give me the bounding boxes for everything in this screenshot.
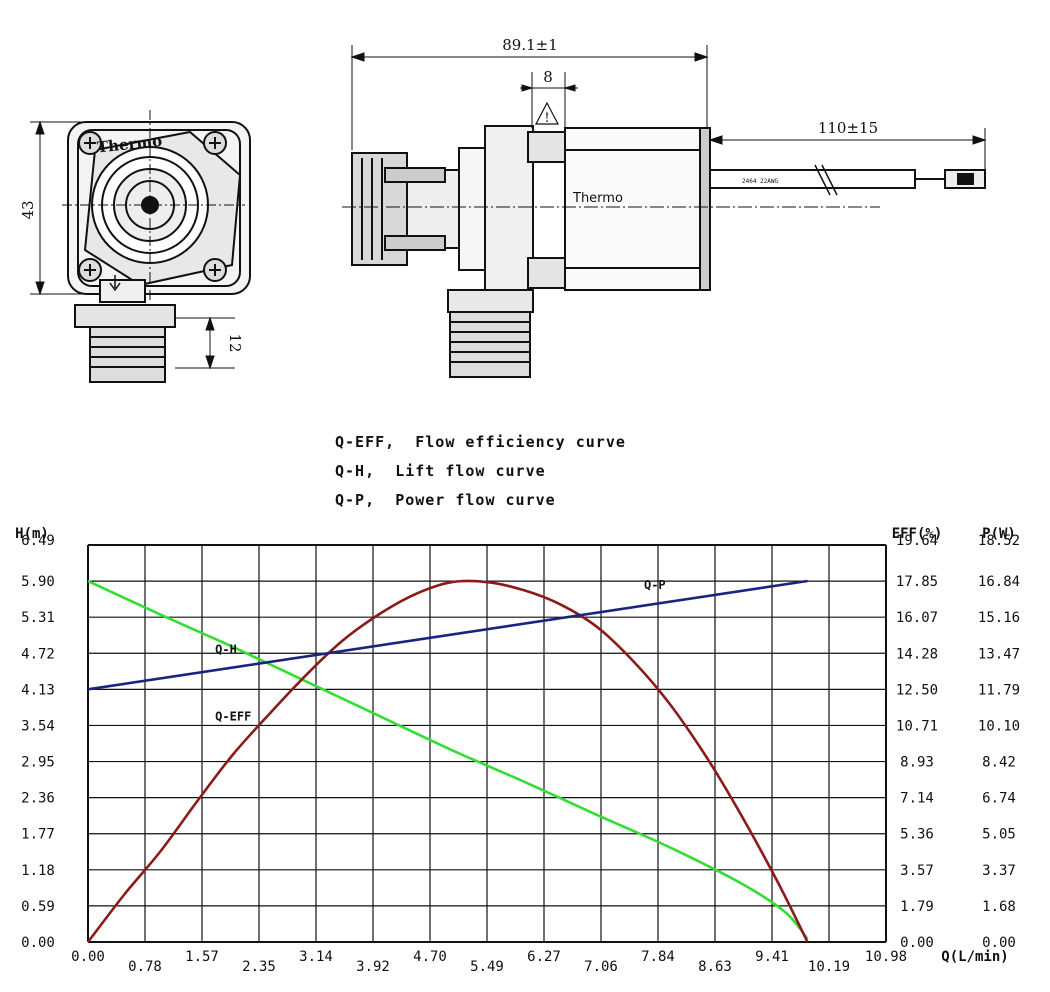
x-tick-label: 6.27 (527, 949, 561, 965)
dimension-height-label: 43 (19, 200, 37, 219)
y-tick-label-power: 13.47 (978, 646, 1020, 662)
y-tick-label-efficiency: 17.85 (896, 574, 938, 590)
y-tick-label-head: 3.54 (21, 718, 55, 734)
y-tick-label-head: 6.49 (21, 533, 55, 549)
x-tick-label: 3.14 (299, 949, 333, 965)
y-tick-label-power: 15.16 (978, 610, 1020, 626)
x-tick-label: 7.06 (584, 959, 618, 975)
x-tick-label: 3.92 (356, 959, 390, 975)
y-tick-label-efficiency: 0.00 (900, 935, 934, 951)
pump-side-view (351, 125, 986, 378)
y-tick-label-head: 4.13 (21, 682, 55, 698)
screw-icon (203, 258, 227, 282)
pump-end-view (67, 121, 251, 383)
y-tick-label-efficiency: 12.50 (896, 682, 938, 698)
y-tick-label-efficiency: 3.57 (900, 863, 934, 879)
brand-logo-label: Thermo (572, 191, 623, 206)
chart-grid (87, 544, 887, 943)
x-tick-label: 0.78 (128, 959, 162, 975)
y-tick-label-efficiency: 5.36 (900, 827, 934, 843)
y-tick-label-efficiency: 19.64 (896, 533, 938, 549)
y-tick-label-power: 1.68 (982, 899, 1016, 915)
screw-icon (78, 131, 102, 155)
dimension-length-label: 89.1±1 (502, 36, 558, 54)
y-tick-label-power: 10.10 (978, 718, 1020, 734)
x-tick-label: 4.70 (413, 949, 447, 965)
cable-marking: 2464 22AWG (742, 178, 779, 185)
y-tick-label-efficiency: 14.28 (896, 646, 938, 662)
curve-label-q-h: Q-H (215, 642, 237, 656)
legend-efficiency: Q-EFF, Flow efficiency curve (335, 433, 626, 451)
curve-label-q-eff: Q-EFF (215, 710, 251, 724)
y-tick-label-head: 5.31 (21, 610, 55, 626)
centerline (62, 110, 245, 300)
y-tick-label-efficiency: 10.71 (896, 718, 938, 734)
x-axis-label: Q(L/min) (941, 949, 1008, 965)
y-axis-label-head: H(m) (15, 526, 49, 542)
dimension-line (708, 128, 987, 172)
y-tick-label-head: 1.18 (21, 863, 55, 879)
y-tick-label-head: 2.36 (21, 791, 55, 807)
series-line-q-h (87, 579, 809, 940)
x-tick-label: 2.35 (242, 959, 276, 975)
x-tick-label: 7.84 (641, 949, 675, 965)
warning-triangle-icon: ! (535, 101, 559, 126)
x-tick-label: 1.57 (185, 949, 219, 965)
y-tick-label-efficiency: 8.93 (900, 755, 934, 771)
x-tick-label: 9.41 (755, 949, 789, 965)
y-tick-label-power: 0.00 (982, 935, 1016, 951)
svg-text:!: ! (544, 111, 549, 126)
y-tick-label-power: 18.52 (978, 533, 1020, 549)
y-tick-label-head: 5.90 (21, 574, 55, 590)
screw-icon (78, 258, 102, 282)
y-tick-label-power: 3.37 (982, 863, 1016, 879)
y-tick-label-power: 5.05 (982, 827, 1016, 843)
y-tick-label-efficiency: 16.07 (896, 610, 938, 626)
series-line-q-p (87, 579, 808, 691)
y-tick-label-efficiency: 7.14 (900, 791, 934, 807)
x-tick-label: 5.49 (470, 959, 504, 975)
y-tick-label-power: 6.74 (982, 791, 1016, 807)
chart-curve-labels: Q-H Q-EFF Q-P (215, 578, 665, 724)
x-tick-label: 10.19 (808, 959, 850, 975)
y-tick-label-head: 2.95 (21, 755, 55, 771)
legend-lift: Q-H, Lift flow curve (335, 462, 546, 480)
dimension-offset-label: 8 (543, 68, 553, 86)
y-tick-label-power: 8.42 (982, 755, 1016, 771)
y-tick-label-power: 16.84 (978, 574, 1020, 590)
x-tick-label: 8.63 (698, 959, 732, 975)
pump-technical-drawing: Thermo 43 12 (19, 36, 987, 383)
y-tick-label-head: 4.72 (21, 646, 55, 662)
chart-ticks: 0.00 0.78 1.57 2.35 3.14 3.92 4.70 5.49 6.27 7.06… (15, 526, 1020, 975)
x-tick-label: 0.00 (71, 949, 105, 965)
dimension-line (30, 120, 95, 296)
dimension-line (350, 45, 709, 150)
y-axis-label-power: P(W) (982, 526, 1016, 542)
curve-label-q-p: Q-P (644, 578, 666, 592)
dimension-thread-label: 12 (226, 333, 244, 352)
legend-power: Q-P, Power flow curve (335, 491, 556, 509)
series-line-q-eff (86, 579, 809, 943)
y-tick-label-power: 11.79 (978, 682, 1020, 698)
y-axis-label-efficiency: EFF(%) (892, 526, 943, 542)
y-tick-label-head: 0.59 (21, 899, 55, 915)
dimension-cable-label: 110±15 (818, 119, 878, 137)
x-tick-label: 10.98 (865, 949, 907, 965)
y-tick-label-efficiency: 1.79 (900, 899, 934, 915)
y-tick-label-head: 0.00 (21, 935, 55, 951)
screw-icon (203, 131, 227, 155)
dimension-line (520, 72, 578, 128)
dimension-line (175, 316, 235, 370)
y-tick-label-head: 1.77 (21, 827, 55, 843)
chart-series (86, 579, 809, 943)
